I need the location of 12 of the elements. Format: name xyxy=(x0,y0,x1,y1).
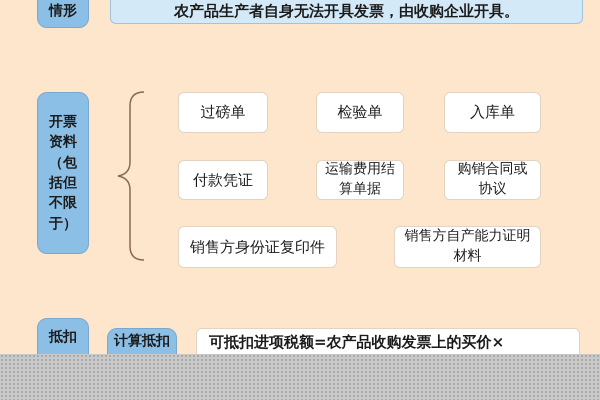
document-card: 付款凭证 xyxy=(178,160,268,200)
document-card: 检验单 xyxy=(316,92,404,133)
document-card: 过磅单 xyxy=(178,92,268,133)
document-card: 销售方身份证复印件 xyxy=(178,226,337,268)
info-banner: 农产品生产者自身无法开具发票，由收购企业开具。 xyxy=(110,0,583,24)
category-tab: 开票资料（包括但不限于） xyxy=(37,92,89,254)
dotted-overlay xyxy=(0,354,600,400)
document-card: 销售方自产能力证明材料 xyxy=(394,226,541,268)
document-card: 购销合同或协议 xyxy=(444,160,541,200)
category-tab: 情形 xyxy=(37,0,89,28)
document-card: 运输费用结算单据 xyxy=(316,160,404,200)
document-card: 入库单 xyxy=(444,92,541,133)
